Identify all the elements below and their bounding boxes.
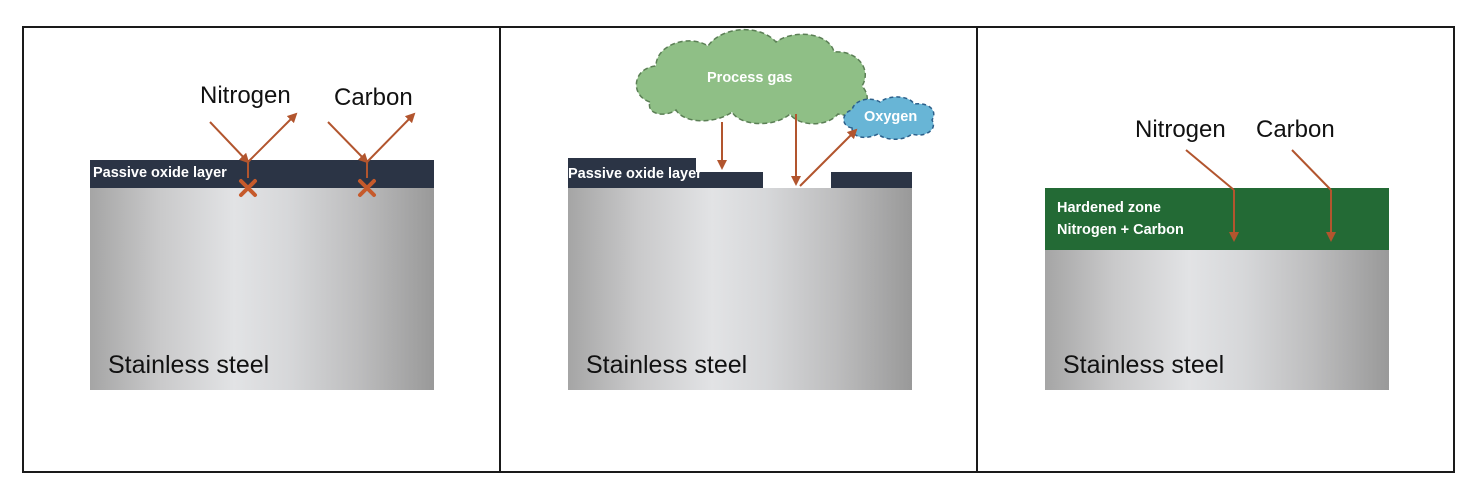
nitrogen-diffusion-arrow <box>1185 149 1239 242</box>
panel-divider-1 <box>499 26 501 473</box>
nitrogen-label: Nitrogen <box>1135 116 1226 143</box>
panel-divider-2 <box>976 26 978 473</box>
carbon-reflection-arrows <box>327 112 416 178</box>
process-gas-label: Process gas <box>707 70 793 86</box>
oxide-layer-label: Passive oxide layer <box>568 166 702 182</box>
substrate-label: Stainless steel <box>586 351 748 379</box>
carbon-label: Carbon <box>334 84 413 111</box>
oxide-segment-left-tall <box>568 158 696 188</box>
oxide-segment-right <box>831 172 912 188</box>
substrate-label: Stainless steel <box>108 351 270 379</box>
oxide-segment-left-low <box>696 172 763 188</box>
oxygen-cloud <box>843 96 935 140</box>
nitrogen-label: Nitrogen <box>200 82 291 109</box>
hardened-zone-label-line1: Hardened zone <box>1057 200 1161 216</box>
nitrogen-reflection-arrows <box>209 112 298 178</box>
stainless-steel-block: Stainless steel <box>1045 250 1389 390</box>
carbon-label: Carbon <box>1256 116 1335 143</box>
hardened-zone-label-line2: Nitrogen + Carbon <box>1057 222 1184 238</box>
blocked-mark-icon <box>358 179 376 197</box>
substrate-label: Stainless steel <box>1063 351 1225 379</box>
oxide-layer-label: Passive oxide layer <box>93 165 227 181</box>
passive-oxide-layer: Passive oxide layer <box>90 160 434 188</box>
blocked-mark-icon <box>239 179 257 197</box>
stainless-steel-block: Stainless steel <box>568 188 912 390</box>
process-gas-arrows <box>717 114 858 187</box>
oxygen-label: Oxygen <box>864 109 918 125</box>
stainless-steel-block: Stainless steel <box>90 188 434 390</box>
carbon-diffusion-arrow <box>1291 149 1336 242</box>
figure-frame <box>22 26 1455 473</box>
process-gas-cloud <box>635 29 868 125</box>
